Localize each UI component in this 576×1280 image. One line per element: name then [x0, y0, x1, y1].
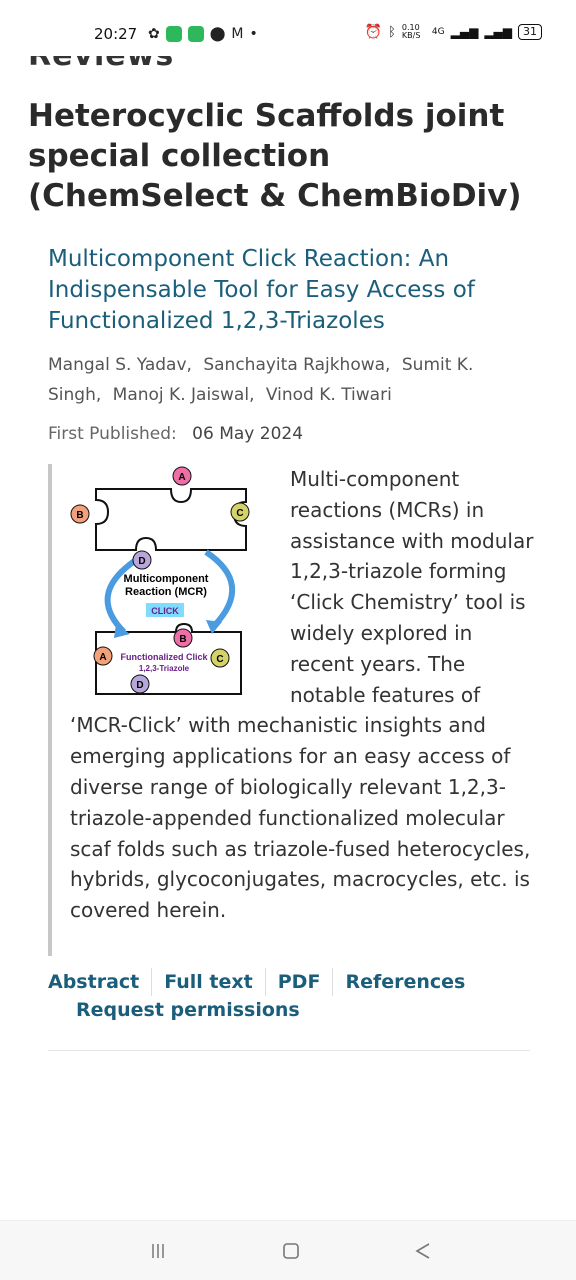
- signal-icon-2: ▂▄▆: [484, 25, 512, 39]
- graphic-label-b: A: [178, 472, 185, 483]
- section-heading: Reviews: [28, 56, 174, 73]
- menu-icon: [152, 1244, 164, 1258]
- graphic-label-b2: B: [179, 634, 186, 645]
- abstract-block: Multicomponent Reaction (MCR) CLICK Func…: [48, 464, 533, 956]
- graphic-product-line2: 1,2,3-Triazole: [139, 664, 190, 673]
- graphic-mcr-line1: Multicomponent: [124, 573, 209, 585]
- abstract-text: Multi-component reactions (MCRs) in assi…: [70, 467, 534, 923]
- shield-icon: [187, 26, 204, 42]
- signal-icon: ▂▄▆: [450, 25, 479, 39]
- author-link[interactable]: Mangal S. Yadav,: [48, 355, 192, 375]
- author-link[interactable]: Vinod K. Tiwari: [265, 385, 392, 405]
- author-link[interactable]: Sumit K. Singh,: [48, 355, 474, 405]
- home-button[interactable]: [279, 1239, 303, 1263]
- published-info: First Published: 06 May 2024: [48, 424, 303, 444]
- battery-icon: 31: [518, 24, 542, 40]
- author-link[interactable]: Manoj K. Jaiswal,: [112, 385, 255, 405]
- bluetooth-icon: ᛒ: [388, 24, 396, 40]
- system-nav-bar: [0, 1220, 576, 1280]
- author-link[interactable]: Sanchayita Rajkhowa,: [203, 355, 391, 375]
- published-label: First Published:: [48, 424, 177, 444]
- home-square-icon: [283, 1243, 299, 1259]
- graphic-label-c2: C: [216, 654, 223, 665]
- network-type: 4G: [431, 27, 445, 37]
- status-bar: 20:27 ✿ ⬤ M • ⏰ ᛒ 0.10 KB/S 4G ▂▄▆ ▂▄▆ 3…: [0, 0, 576, 56]
- mail-icon: M: [231, 26, 244, 42]
- recent-apps-button[interactable]: [146, 1239, 170, 1263]
- graphic-label-d: D: [138, 556, 145, 567]
- full-text-link[interactable]: Full text: [151, 968, 265, 996]
- references-link[interactable]: References: [332, 968, 477, 996]
- divider: [48, 1050, 530, 1051]
- dot-icon: •: [249, 26, 258, 42]
- author-list: Mangal S. Yadav, Sanchayita Rajkhowa, Su…: [48, 350, 528, 410]
- status-time: 20:27: [94, 25, 138, 43]
- request-permissions-link[interactable]: Request permissions: [76, 999, 300, 1021]
- graphic-mcr-line2: Reaction (MCR): [125, 586, 207, 598]
- links-row-2: Request permissions: [48, 996, 528, 1024]
- circle-icon: ⬤: [209, 26, 226, 42]
- status-left-icons: ✿ ⬤ M •: [148, 26, 258, 42]
- article-title-link[interactable]: Multicomponent Click Reaction: An Indisp…: [48, 246, 475, 334]
- back-triangle-icon: [415, 1243, 430, 1259]
- pdf-link[interactable]: PDF: [264, 968, 333, 996]
- graphic-label-a2: A: [99, 652, 106, 663]
- status-right-icons: ⏰ ᛒ 0.10 KB/S 4G ▂▄▆ ▂▄▆ 31: [365, 24, 542, 40]
- abstract-link[interactable]: Abstract: [48, 971, 140, 993]
- data-speed-icon: 0.10 KB/S: [401, 23, 421, 40]
- graphic-label-c: C: [236, 508, 243, 519]
- back-button[interactable]: [411, 1239, 435, 1263]
- alarm-icon: ⏰: [364, 24, 383, 40]
- toc-graphic[interactable]: Multicomponent Reaction (MCR) CLICK Func…: [66, 464, 266, 700]
- collection-title: Heterocyclic Scaffolds joint special col…: [28, 98, 522, 214]
- graphic-click: CLICK: [151, 606, 179, 616]
- notification-icon: ✿: [148, 26, 160, 42]
- graphic-label-a: B: [76, 510, 83, 521]
- graphic-spacer: [70, 464, 290, 704]
- abstract-text-container: Multi-component reactions (MCRs) in assi…: [70, 464, 536, 926]
- app-icon: [165, 26, 182, 42]
- graphic-label-d2: D: [136, 680, 143, 691]
- published-date: 06 May 2024: [192, 424, 304, 444]
- graphic-product-line1: Functionalized Click: [120, 652, 208, 662]
